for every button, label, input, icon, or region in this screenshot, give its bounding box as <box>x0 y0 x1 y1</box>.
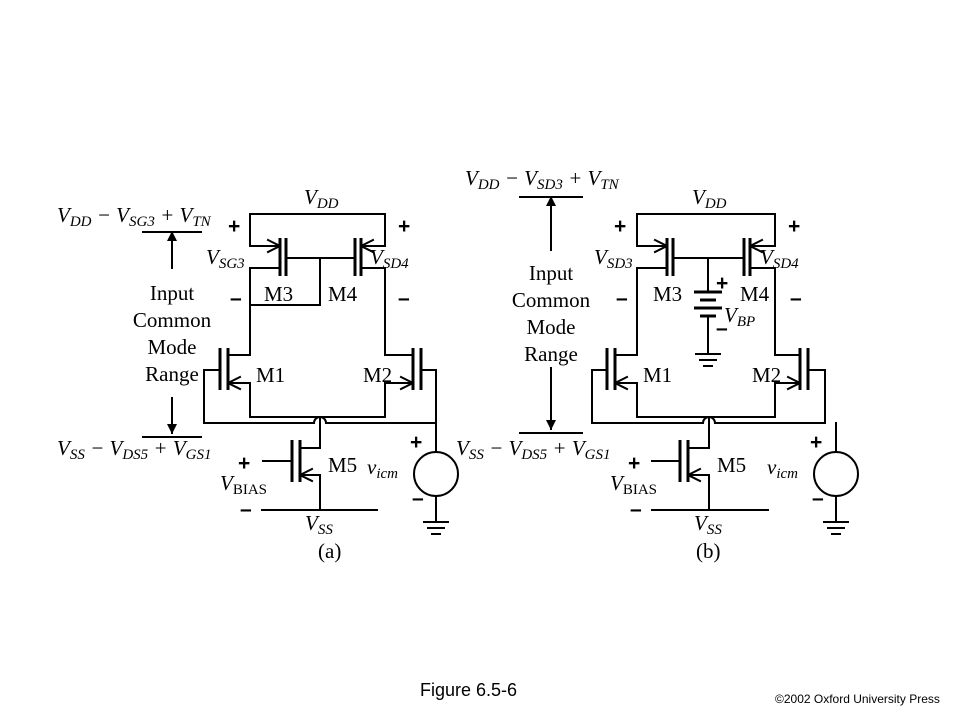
vicm-source <box>813 422 859 535</box>
minus-sign: – <box>240 498 252 521</box>
vbias-label-b: VBIAS <box>610 471 657 498</box>
panel-b-schematic <box>519 196 859 535</box>
range-label-b-line4: Range <box>524 342 578 366</box>
m4-label-a: M4 <box>328 282 358 306</box>
minus-sign: – <box>630 498 642 521</box>
vdd-rail <box>249 213 386 247</box>
wire-crossover <box>312 416 328 425</box>
m2-transistor <box>325 341 437 424</box>
panel-b-label: (b) <box>696 539 721 563</box>
m2-label-a: M2 <box>363 363 392 387</box>
plus-sign: + <box>628 452 640 475</box>
m1-label-a: M1 <box>256 363 285 387</box>
minus-sign: – <box>716 317 728 340</box>
minus-sign: – <box>230 287 242 310</box>
m2-label-b: M2 <box>752 363 781 387</box>
plus-sign: + <box>788 215 800 238</box>
plus-sign: + <box>810 431 822 454</box>
vsd3-label-b: VSD3 <box>594 245 633 272</box>
m4-label-b: M4 <box>740 282 770 306</box>
vsd4-label-a: VSD4 <box>370 245 409 272</box>
vicm-label-a: vicm <box>367 455 398 482</box>
plus-sign: + <box>716 272 728 295</box>
m2-transistor <box>714 341 826 424</box>
m1-label-b: M1 <box>643 363 672 387</box>
range-label-a-line2: Common <box>133 308 212 332</box>
panel-a-schematic <box>142 213 459 535</box>
range-label-b-line2: Common <box>512 288 591 312</box>
range-label-b-line1: Input <box>529 261 573 285</box>
vsg3-label-a: VSG3 <box>206 245 245 272</box>
vbias-label-a: VBIAS <box>220 471 267 498</box>
vicm-source <box>413 422 459 535</box>
plus-sign: + <box>398 215 410 238</box>
minus-sign: – <box>790 287 802 310</box>
m4-transistor <box>742 238 776 343</box>
plus-sign: + <box>410 431 422 454</box>
lower-limit-label-b: VSS − VDS5 + VGS1 <box>456 436 611 463</box>
vss-label-b: VSS <box>694 511 722 538</box>
m1-transistor <box>203 304 315 424</box>
minus-sign: – <box>616 287 628 310</box>
vbp-battery <box>694 257 722 367</box>
panel-a-label: (a) <box>318 539 341 563</box>
vbp-label-b: VBP <box>724 303 755 330</box>
plus-sign: + <box>614 215 626 238</box>
m5-label-b: M5 <box>717 453 746 477</box>
wire-crossover <box>701 416 717 425</box>
range-label-b-line3: Mode <box>527 315 576 339</box>
upper-limit-label-a: VDD − VSG3 + VTN <box>57 203 212 230</box>
upper-limit-label-b: VDD − VSD3 + VTN <box>465 166 620 193</box>
copyright-notice: ©2002 Oxford University Press <box>775 692 940 706</box>
vicm-label-b: vicm <box>767 455 798 482</box>
vdd-label-b: VDD <box>692 185 727 212</box>
m5-label-a: M5 <box>328 453 357 477</box>
m1-transistor <box>591 341 704 424</box>
lower-limit-label-a: VSS − VDS5 + VGS1 <box>57 436 212 463</box>
vdd-rail <box>636 213 776 247</box>
range-label-a-line4: Range <box>145 362 199 386</box>
m5-transistor <box>262 429 321 511</box>
plus-sign: + <box>238 452 250 475</box>
m3-label-a: M3 <box>264 282 293 306</box>
m3-transistor <box>249 238 321 306</box>
vdd-label-a: VDD <box>304 185 339 212</box>
minus-sign: – <box>398 287 410 310</box>
vsd4-label-b: VSD4 <box>760 245 799 272</box>
minus-sign: – <box>812 487 824 510</box>
m4-transistor <box>319 238 386 343</box>
plus-sign: + <box>228 215 240 238</box>
vss-label-a: VSS <box>305 511 333 538</box>
range-label-a-line1: Input <box>150 281 194 305</box>
range-label-a-line3: Mode <box>148 335 197 359</box>
m3-label-b: M3 <box>653 282 682 306</box>
minus-sign: – <box>412 487 424 510</box>
m5-transistor <box>651 429 710 511</box>
figure-caption: Figure 6.5-6 <box>420 680 518 700</box>
